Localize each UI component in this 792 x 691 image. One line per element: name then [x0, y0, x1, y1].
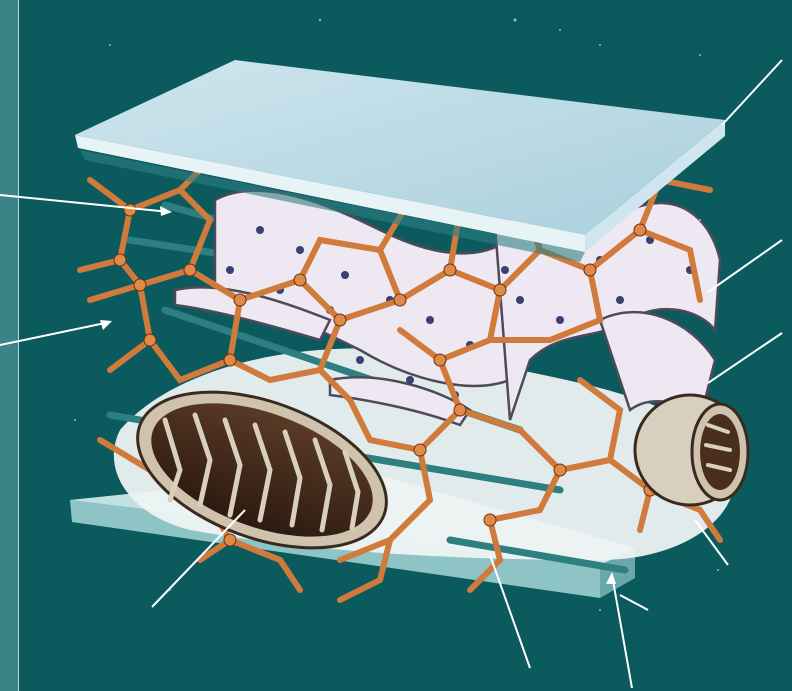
mitochondrion-right — [635, 395, 748, 505]
pointer-line-membrane — [722, 60, 782, 125]
pointer-line-er-2 — [708, 333, 782, 383]
pointer-line-lattice — [0, 322, 110, 345]
pointer-line-bottom-membrane — [620, 595, 648, 610]
arrowhead — [100, 320, 112, 330]
pointer-line-microfilament — [612, 575, 632, 688]
